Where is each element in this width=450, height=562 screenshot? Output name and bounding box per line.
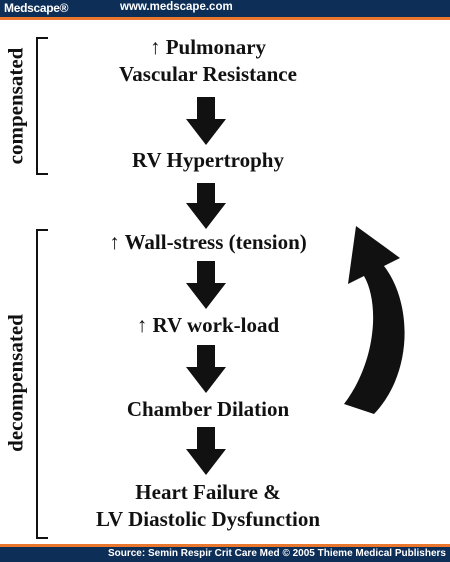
node-pulmonary-line2: Vascular Resistance [119, 62, 297, 86]
node-pulmonary-line1: ↑ Pulmonary [149, 35, 267, 59]
node-wall-stress-text: ↑ Wall-stress (tension) [109, 230, 307, 254]
site-url[interactable]: www.medscape.com [120, 1, 233, 13]
node-heart-failure-line1: Heart Failure & [135, 480, 281, 504]
node-chamber-dilation: Chamber Dilation [40, 396, 376, 423]
decompensated-bracket [36, 229, 48, 539]
node-chamber-dilation-text: Chamber Dilation [126, 397, 290, 421]
node-rv-workload-text: ↑ RV work-load [136, 313, 280, 337]
node-rv-hypertrophy-text: RV Hypertrophy [132, 148, 284, 172]
compensated-bracket [36, 37, 48, 175]
footer-bar [0, 547, 450, 562]
node-wall-stress: ↑ Wall-stress (tension) [40, 229, 376, 256]
node-rv-hypertrophy: RV Hypertrophy [40, 147, 376, 174]
node-rv-workload: ↑ RV work-load [40, 312, 376, 339]
down-arrow-4 [186, 345, 226, 393]
down-arrow-3 [186, 261, 226, 309]
down-arrow-5 [186, 427, 226, 475]
header-accent-stripe [0, 17, 450, 20]
feedback-loop-arrow [344, 226, 405, 414]
compensated-label: compensated [3, 47, 28, 165]
down-arrow-2 [186, 183, 226, 229]
node-pulmonary-vascular-resistance: ↑ Pulmonary Vascular Resistance [40, 34, 376, 88]
medscape-logo: Medscape® [4, 1, 69, 15]
node-heart-failure: Heart Failure & LV Diastolic Dysfunction [40, 479, 376, 533]
down-arrow-1 [186, 97, 226, 145]
source-citation: Source: Semin Respir Crit Care Med © 200… [107, 548, 446, 559]
node-heart-failure-line2: LV Diastolic Dysfunction [95, 507, 321, 531]
footer-accent-stripe [0, 544, 450, 547]
header-bar: Medscape® www.medscape.com [0, 0, 450, 17]
decompensated-label: decompensated [3, 314, 28, 452]
